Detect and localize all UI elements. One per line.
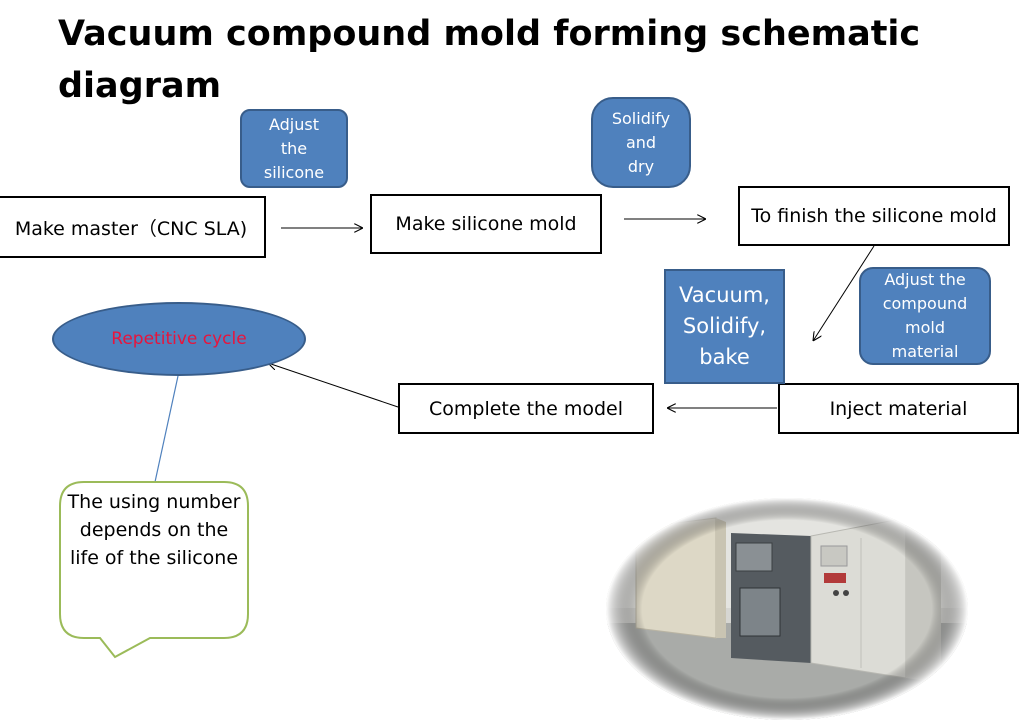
note-vacuum-solidify-bake: Vacuum, Solidify, bake	[664, 269, 785, 384]
arrow-complete-to-cycle	[268, 363, 399, 408]
step-complete-model: Complete the model	[398, 383, 654, 434]
cycle-label: Repetitive cycle	[111, 329, 247, 349]
note-solidify-dry: Solidify and dry	[591, 97, 691, 188]
note-adjust-silicone: Adjust the silicone	[240, 109, 348, 188]
step-finish-silicone-mold: To finish the silicone mold	[738, 186, 1010, 246]
callout-text: The using number depends on the life of …	[67, 491, 241, 569]
note-adjust-compound-material: Adjust the compound mold material	[859, 267, 991, 365]
arrow-finish-to-inject	[813, 245, 875, 341]
vacuum-chamber-photo	[606, 498, 968, 720]
step-make-master: Make master（CNC SLA)	[0, 196, 266, 258]
step-inject-material: Inject material	[778, 383, 1019, 434]
callout-bubble	[59, 481, 249, 659]
page-title: Vacuum compound mold forming schematic d…	[58, 14, 921, 106]
callout-leader-line	[154, 375, 179, 483]
cycle-ellipse: Repetitive cycle	[52, 302, 306, 376]
step-make-silicone-mold: Make silicone mold	[370, 194, 602, 254]
